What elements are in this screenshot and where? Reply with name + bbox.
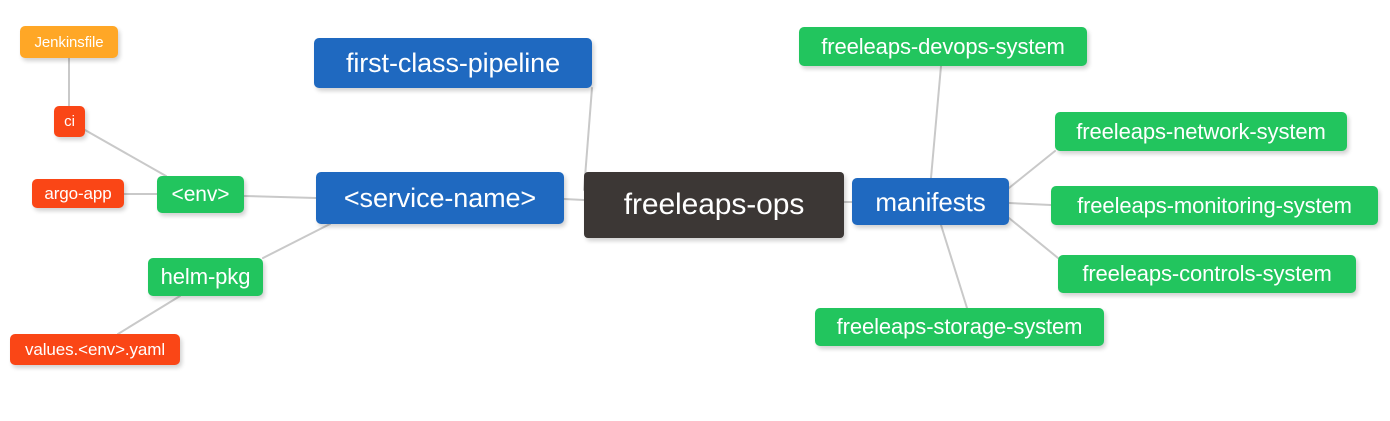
node-manifests[interactable]: manifests [852,178,1009,225]
node-label: freeleaps-devops-system [821,33,1065,59]
node-ci[interactable]: ci [54,106,85,137]
edge-manifests-to-freeleaps-controls-system [1008,217,1059,259]
edge-service-name-to-helm-pkg [262,223,331,259]
node-label: values.<env>.yaml [24,340,166,359]
node-label: <service-name> [343,182,537,213]
node-label: manifests [875,186,986,217]
node-argo-app[interactable]: argo-app [32,179,124,208]
node-first-class-pipeline[interactable]: first-class-pipeline [314,38,592,88]
edge-manifests-to-freeleaps-devops-system [930,65,942,179]
edge-manifests-to-freeleaps-network-system [1008,150,1056,189]
node-freeleaps-ops[interactable]: freeleaps-ops [584,172,844,238]
edge-manifests-to-freeleaps-storage-system [940,224,968,309]
node-label: ci [64,113,75,130]
node-freeleaps-network-system[interactable]: freeleaps-network-system [1055,112,1347,151]
edge-env-to-ci [84,129,167,177]
node-freeleaps-storage-system[interactable]: freeleaps-storage-system [815,308,1104,346]
node-freeleaps-devops-system[interactable]: freeleaps-devops-system [799,27,1087,66]
node-freeleaps-controls-system[interactable]: freeleaps-controls-system [1058,255,1356,293]
node-values-env-yaml[interactable]: values.<env>.yaml [10,334,180,365]
node-jenkinsfile[interactable]: Jenkinsfile [20,26,118,58]
edge-service-name-to-env [243,195,317,199]
node-label: Jenkinsfile [34,33,104,51]
edge-manifests-to-freeleaps-monitoring-system [1008,202,1052,206]
edge-helm-pkg-to-values-env-yaml [117,295,181,335]
node-label: <env> [171,183,230,206]
node-service-name[interactable]: <service-name> [316,172,564,224]
node-label: freeleaps-network-system [1076,118,1326,144]
node-env[interactable]: <env> [157,176,244,213]
node-label: freeleaps-controls-system [1082,261,1332,286]
node-label: freeleaps-storage-system [836,314,1083,339]
node-label: freeleaps-monitoring-system [1077,192,1352,218]
node-label: helm-pkg [160,264,251,289]
node-label: argo-app [44,184,112,203]
node-label: first-class-pipeline [345,47,561,78]
node-freeleaps-monitoring-system[interactable]: freeleaps-monitoring-system [1051,186,1378,225]
node-helm-pkg[interactable]: helm-pkg [148,258,263,296]
node-label: freeleaps-ops [623,188,805,221]
edge-freeleaps-ops-to-service-name [563,198,585,201]
